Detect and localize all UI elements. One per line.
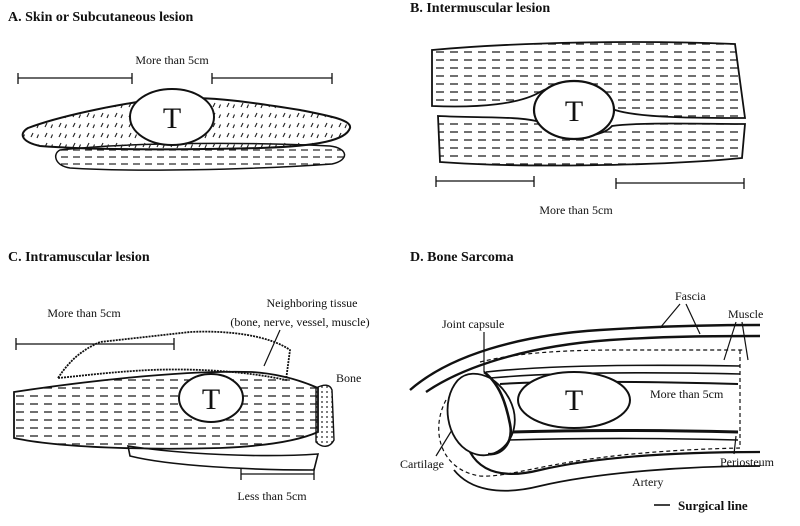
panel-c-neighbor-leader [263,329,281,367]
panel-d-artery-label: Artery [632,475,663,489]
panel-d-outer-lower [469,450,761,476]
panel-a-title: A. Skin or Subcutaneous lesion [8,10,194,25]
panel-d-periosteum-leader [733,435,737,455]
panel-c-bone-label: Bone [336,371,361,385]
panel-d-muscle-leader-1 [723,321,737,361]
panel-d-periosteum-label: Periosteum [720,455,775,469]
panel-a-margin-right [211,73,333,84]
panel-d-muscle-line-2 [489,372,741,379]
panel-d-outer-lower-2 [453,465,761,492]
panel-a-tumor [129,88,215,146]
panel-d-joint-capsule-line [483,370,512,456]
panel-b-upper-muscle [431,41,747,119]
panel-d-surgical-line-lower [438,399,741,477]
panel-d-cartilage-label: Cartilage [400,457,444,471]
panel-b-margin-label: More than 5cm [539,203,613,217]
panel-c-neighbor-label-1: Neighboring tissue [267,296,358,310]
panel-b-title: B. Intermuscular lesion [410,1,550,16]
panel-c-title: C. Intramuscular lesion [8,250,150,265]
panel-d-fascia-leader-2 [685,303,701,335]
panel-d-bone-lower [511,429,739,434]
panel-d-margin-label: More than 5cm [650,387,724,401]
panel-b-tumor-label: T [565,95,583,128]
panel-d-joint-head [446,372,516,457]
panel-d-muscle-label: Muscle [728,307,763,321]
panel-b-tumor [532,79,616,141]
panel-b-margin-left [435,176,535,187]
panel-c-lower-tissue [126,445,320,471]
panel-d-joint-label: Joint capsule [442,317,504,331]
panel-d-cartilage-leader [435,429,453,457]
panel-c-margin-more [15,338,175,350]
panel-d-tumor-label: T [565,384,583,417]
panel-c-muscle [13,370,319,450]
panel-c-less-label: Less than 5cm [237,489,307,503]
panel-c-neighbor-label-2: (bone, nerve, vessel, muscle) [230,315,369,329]
panel-c-margin-label: More than 5cm [47,306,121,320]
legend-surgical-line-label: Surgical line [678,498,748,513]
panel-b-margin-right [615,178,745,189]
panel-d: D. Bone Sarcoma T Fascia Muscle Joint [400,250,775,492]
panel-c: C. Intramuscular lesion T More than 5cm … [8,250,370,503]
panel-b-lower-muscle [437,115,746,167]
panel-d-title: D. Bone Sarcoma [410,250,514,265]
panel-a-tumor-label: T [163,102,181,135]
legend: Surgical line [654,498,748,513]
panel-a-margin-label: More than 5cm [135,53,209,67]
panel-a-margin-left [17,73,133,84]
panel-c-bone [315,384,335,447]
panel-b: B. Intermuscular lesion T More than 5cm [410,1,747,217]
panel-d-tumor [517,371,631,429]
panel-d-bone-lower-2 [507,437,739,441]
panel-d-fascia-outer [409,323,761,391]
panel-d-muscle-line-1 [485,364,741,373]
panel-d-fascia-label: Fascia [675,289,706,303]
panel-c-margin-less [240,468,315,480]
panel-d-surgical-line-top [479,349,744,363]
panel-d-muscle-leader-2 [741,321,749,361]
panel-d-fascia-inner [425,334,761,393]
panel-c-tumor-label: T [202,383,220,416]
panel-c-tumor [178,373,244,423]
panel-a: A. Skin or Subcutaneous lesion T More th… [8,10,351,171]
panel-d-fascia-leader-1 [659,303,681,329]
